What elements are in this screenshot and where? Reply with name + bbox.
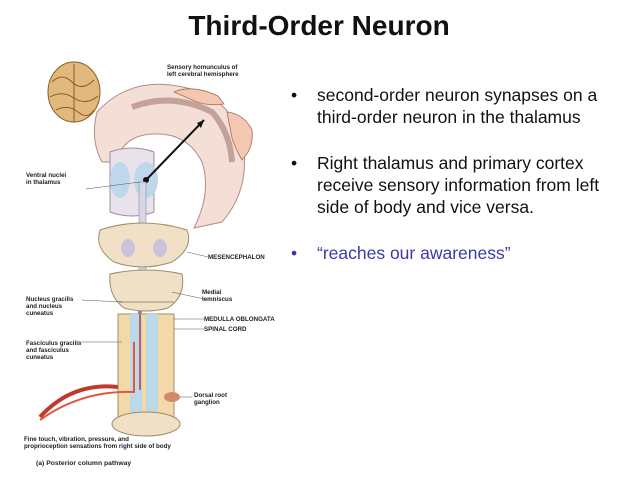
medulla-section: [109, 269, 184, 312]
label-fasciculus-gracilis: Fasciculus gracilis and fasciculus cunea…: [26, 340, 82, 361]
posterior-column-pathway-diagram: Sensory homunculus of left cerebral hemi…: [22, 52, 284, 472]
homunculus-figure: [173, 88, 253, 161]
figure-pathway-label: (a) Posterior column pathway: [36, 460, 132, 467]
sensory-nerve: [38, 314, 180, 421]
label-spinal-cord: SPINAL CORD: [204, 326, 247, 333]
figure-caption: Fine touch, vibration, pressure, and pro…: [24, 436, 171, 450]
bullet-item-highlight: • “reaches our awareness”: [291, 243, 511, 263]
bullet-item: • Right thalamus and primary cortex rece…: [291, 153, 600, 217]
brain-icon: [47, 61, 101, 123]
label-nucleus-gracilis: Nucleus gracilis and nucleus cuneatus: [26, 296, 74, 317]
label-sensory-homunculus: Sensory homunculus of left cerebral hemi…: [167, 64, 239, 78]
bullet-list: • second-order neuron synapses on a thir…: [287, 84, 627, 288]
mesencephalon-section: [98, 222, 190, 268]
label-medial-lemniscus: Medial lemniscus: [202, 289, 233, 303]
bullet-marker: •: [291, 243, 298, 263]
label-medulla-oblongata: MEDULLA OBLONGATA: [204, 316, 275, 323]
pathway-illustration: [38, 61, 253, 437]
label-dorsal-root-ganglion: Dorsal root ganglion: [194, 392, 228, 406]
bullet-marker: •: [291, 85, 298, 105]
bullet-marker: •: [291, 153, 298, 173]
leader-lines: [80, 181, 209, 398]
label-ventral-nuclei: Ventral nuclei in thalamus: [26, 172, 67, 186]
bullet-item: • second-order neuron synapses on a thir…: [291, 85, 598, 127]
slide-title: Third-Order Neuron: [188, 10, 450, 41]
label-mesencephalon: MESENCEPHALON: [208, 254, 265, 261]
spinal-cord-column: [111, 313, 181, 437]
